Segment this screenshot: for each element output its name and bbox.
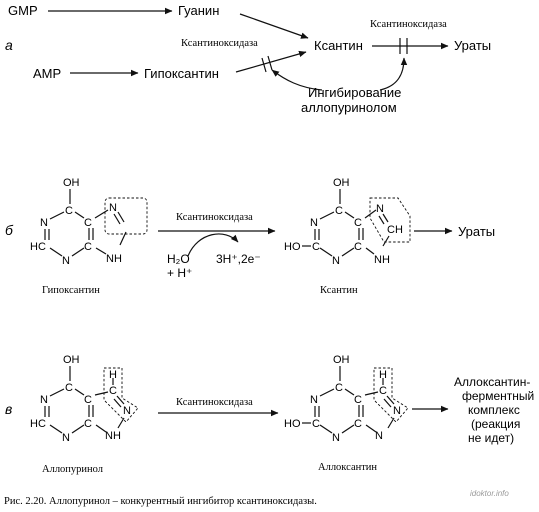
hypoxanthine-structure: OH C N HC N C C N NH bbox=[30, 177, 148, 267]
atom-c: C bbox=[379, 385, 387, 397]
atom-c: C bbox=[354, 241, 362, 253]
hypoxanthine-name: Гипоксантин bbox=[42, 285, 100, 296]
panel-label-v: в bbox=[5, 401, 12, 417]
atom-nh: NH bbox=[106, 253, 122, 265]
highlight-box bbox=[103, 367, 139, 423]
atom-c: C bbox=[84, 241, 92, 253]
atom-oh: OH bbox=[63, 354, 80, 366]
water-label: H₂O bbox=[167, 252, 190, 266]
atom-n: N bbox=[375, 430, 383, 442]
enzyme-label-a1: Ксантиноксидаза bbox=[181, 38, 258, 49]
complex-line-4: (реакция bbox=[471, 417, 520, 431]
atom-hc: HC bbox=[30, 418, 46, 430]
atom-n: N bbox=[393, 405, 401, 417]
atom-c: C bbox=[312, 241, 320, 253]
atom-c: C bbox=[65, 205, 73, 217]
atom-c: C bbox=[84, 217, 92, 229]
xanthine-label: Ксантин bbox=[314, 38, 363, 53]
panel-label-b: б bbox=[5, 222, 14, 238]
atom-n: N bbox=[40, 394, 48, 406]
alloxanthine-structure: OH C N C HO N C C C H N N bbox=[284, 354, 409, 444]
atom-c: C bbox=[109, 385, 117, 397]
atom-n: N bbox=[123, 405, 131, 417]
atom-n: N bbox=[62, 432, 70, 444]
atom-n: N bbox=[40, 217, 48, 229]
atom-hc: HC bbox=[30, 241, 46, 253]
guanine-label: Гуанин bbox=[178, 3, 219, 18]
gmp-label: GMP bbox=[8, 3, 38, 18]
highlight-box bbox=[373, 367, 409, 423]
block-bar-2 bbox=[267, 55, 273, 71]
highlight-box bbox=[104, 197, 148, 235]
atom-c: C bbox=[354, 418, 362, 430]
hypoxanthine-label: Гипоксантин bbox=[144, 66, 219, 81]
atom-c: C bbox=[354, 394, 362, 406]
inhibition-arrow-right bbox=[379, 57, 408, 91]
atom-c: C bbox=[354, 217, 362, 229]
panel-label-a: а bbox=[5, 37, 13, 53]
watermark: idoktor.info bbox=[470, 489, 509, 498]
urates-label-b: Ураты bbox=[458, 224, 495, 239]
atom-n: N bbox=[109, 202, 117, 214]
complex-line-1: Аллоксантин- bbox=[454, 375, 530, 389]
highlight-box bbox=[369, 197, 411, 243]
xanthine-structure: OH C N C HO N C C N CH NH bbox=[284, 177, 411, 267]
guanine-to-xanthine-arrow bbox=[239, 13, 309, 39]
alloxanthine-name: Аллоксантин bbox=[318, 462, 377, 473]
atom-n: N bbox=[310, 394, 318, 406]
figure-caption: Рис. 2.20. Аллопуринол – конкурентный ин… bbox=[4, 496, 317, 507]
urates-label-a: Ураты bbox=[454, 38, 491, 53]
block-bar-1 bbox=[261, 57, 267, 73]
inhibition-arrow-left bbox=[271, 69, 323, 91]
atom-ch: CH bbox=[387, 224, 403, 236]
complex-line-3: комплекс bbox=[468, 403, 520, 417]
atom-oh: OH bbox=[333, 177, 350, 189]
atom-c: C bbox=[312, 418, 320, 430]
atom-oh: OH bbox=[333, 354, 350, 366]
enzyme-label-v: Ксантиноксидаза bbox=[176, 397, 253, 408]
complex-line-2: ферментный bbox=[462, 389, 534, 403]
amp-label: AMP bbox=[33, 66, 61, 81]
atom-ho: HO bbox=[284, 241, 301, 253]
atom-h: H bbox=[379, 369, 387, 381]
atom-n: N bbox=[62, 255, 70, 267]
complex-line-5: не идет) bbox=[468, 431, 514, 445]
inhibition-line-2: аллопуринолом bbox=[301, 100, 397, 115]
atom-h: H bbox=[109, 369, 117, 381]
atom-nh: NH bbox=[105, 430, 121, 442]
allopurinol-structure: OH C N HC N C C C H N NH bbox=[30, 354, 139, 444]
allopurinol-name: Аллопуринол bbox=[42, 464, 103, 475]
inhibition-line-1: Ингибирование bbox=[308, 85, 401, 100]
atom-c: C bbox=[65, 382, 73, 394]
products-label: 3H⁺,2e⁻ bbox=[216, 252, 261, 266]
atom-n: N bbox=[376, 203, 384, 215]
xanthine-name: Ксантин bbox=[320, 285, 358, 296]
atom-c: C bbox=[84, 418, 92, 430]
enzyme-label-b: Ксантиноксидаза bbox=[176, 212, 253, 223]
proton-label: + H⁺ bbox=[167, 266, 192, 280]
atom-c: C bbox=[335, 205, 343, 217]
atom-c: C bbox=[84, 394, 92, 406]
atom-ho: HO bbox=[284, 418, 301, 430]
hypoxanthine-to-xanthine-arrow bbox=[235, 50, 307, 73]
atom-c: C bbox=[335, 382, 343, 394]
curved-arrow-b bbox=[187, 233, 239, 257]
atom-n: N bbox=[310, 217, 318, 229]
atom-oh: OH bbox=[63, 177, 80, 189]
atom-n: N bbox=[332, 255, 340, 267]
enzyme-label-a2: Ксантиноксидаза bbox=[370, 19, 447, 30]
atom-nh: NH bbox=[374, 254, 390, 266]
atom-n: N bbox=[332, 432, 340, 444]
